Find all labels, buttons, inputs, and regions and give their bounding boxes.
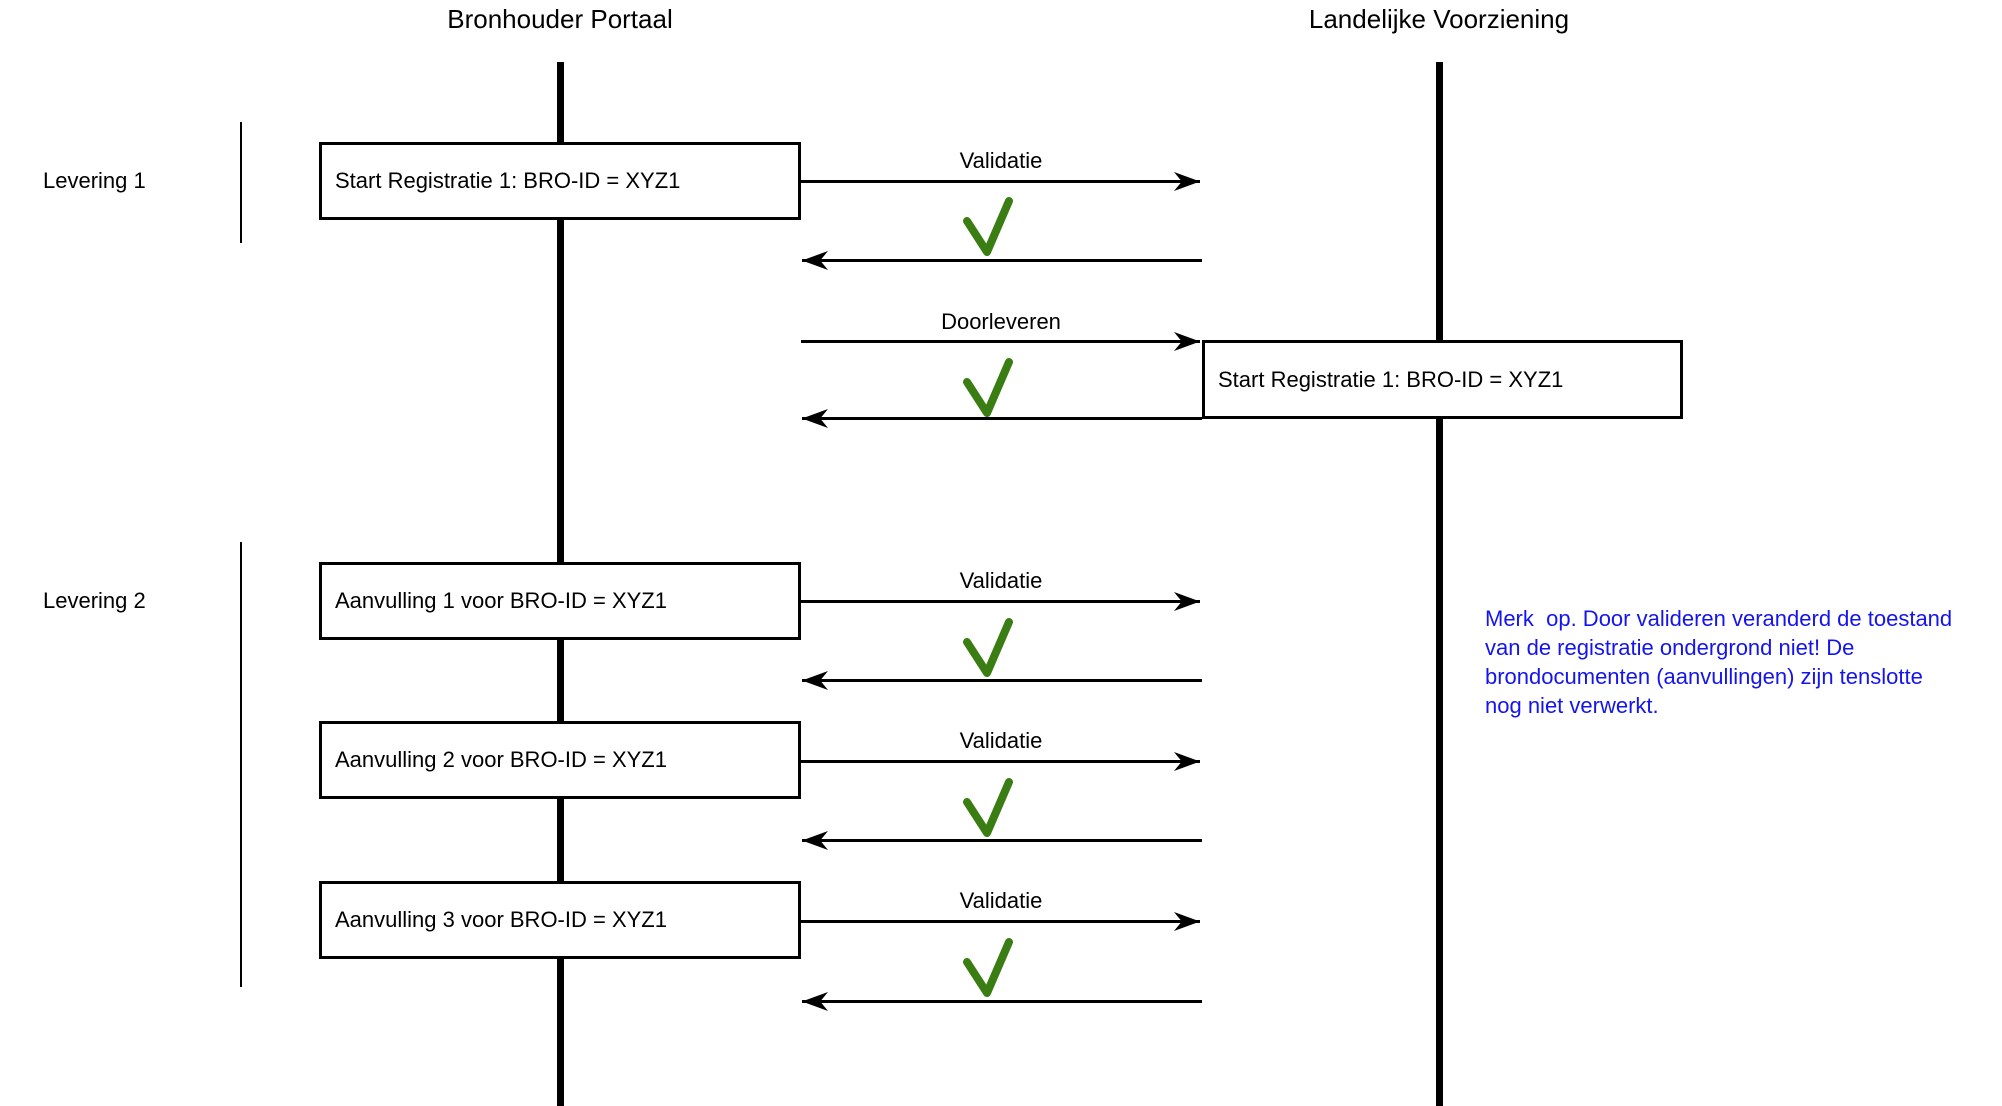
box-start-registratie-landelijke: Start Registratie 1: BRO-ID = XYZ1 <box>1202 340 1683 419</box>
green-checkmark-icon <box>963 778 1013 837</box>
message-label-validatie-1: Validatie <box>959 148 1043 173</box>
group-bracket-levering-1 <box>240 122 242 243</box>
green-checkmark-icon <box>963 938 1013 997</box>
request-arrow-validatie-2 <box>801 592 1200 611</box>
response-arrow-validatie-3 <box>802 831 1202 850</box>
box-start-registratie-bronhouder: Start Registratie 1: BRO-ID = XYZ1 <box>319 142 801 220</box>
message-label-doorleveren: Doorleveren <box>941 309 1061 334</box>
annotation-note-line: van de registratie ondergrond niet! De <box>1485 635 1855 660</box>
box-aanvulling-3: Aanvulling 3 voor BRO-ID = XYZ1 <box>319 881 801 959</box>
annotation-note-line: Merk op. Door valideren veranderd de toe… <box>1485 606 1953 631</box>
message-label-validatie-2: Validatie <box>959 568 1043 593</box>
group-label-levering-1: Levering 1 <box>43 168 146 193</box>
response-arrow-validatie-4 <box>802 992 1202 1011</box>
response-arrow-validatie-1 <box>802 251 1202 270</box>
arrowhead-left-icon <box>802 251 828 270</box>
box-aanvulling-2: Aanvulling 2 voor BRO-ID = XYZ1 <box>319 721 801 799</box>
arrowhead-left-icon <box>802 831 828 850</box>
green-checkmark-icon <box>963 197 1013 256</box>
green-checkmark-icon <box>963 358 1013 417</box>
request-arrow-validatie-3 <box>801 752 1200 771</box>
arrowhead-left-icon <box>802 992 828 1011</box>
request-arrow-validatie-1 <box>801 172 1200 191</box>
arrowhead-right-icon <box>1174 912 1200 931</box>
group-bracket-levering-2 <box>240 542 242 987</box>
response-arrow-validatie-2 <box>802 671 1202 690</box>
message-label-validatie-3: Validatie <box>959 728 1043 753</box>
arrowhead-right-icon <box>1174 752 1200 771</box>
request-arrow-doorleveren <box>801 332 1200 351</box>
request-arrow-validatie-4 <box>801 912 1200 931</box>
lifeline-title-landelijke-voorziening: Landelijke Voorziening <box>1308 4 1570 34</box>
annotation-note: Merk op. Door valideren veranderd de toe… <box>1485 604 1952 720</box>
annotation-note-line: brondocumenten (aanvullingen) zijn tensl… <box>1485 664 1923 689</box>
annotation-note-line: nog niet verwerkt. <box>1485 693 1659 718</box>
group-label-levering-2: Levering 2 <box>43 588 146 613</box>
arrowhead-left-icon <box>802 409 828 428</box>
box-aanvulling-1: Aanvulling 1 voor BRO-ID = XYZ1 <box>319 562 801 640</box>
response-arrow-doorleveren <box>802 409 1202 428</box>
arrowhead-left-icon <box>802 671 828 690</box>
arrowhead-right-icon <box>1174 592 1200 611</box>
lifeline-title-bronhouder-portaal: Bronhouder Portaal <box>447 4 673 34</box>
message-label-validatie-4: Validatie <box>959 888 1043 913</box>
green-checkmark-icon <box>963 618 1013 677</box>
arrowhead-right-icon <box>1174 172 1200 191</box>
lifeline-landelijke-voorziening <box>1436 62 1443 1106</box>
